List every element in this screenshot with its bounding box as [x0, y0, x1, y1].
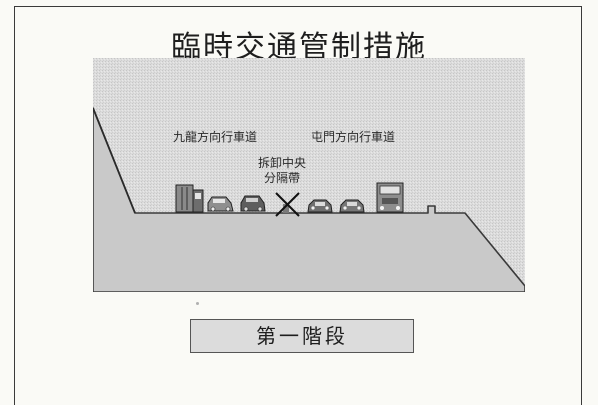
car-icon — [307, 199, 333, 213]
stage-label-box: 第一階段 — [190, 319, 414, 353]
right-direction-label: 屯門方向行車道 — [311, 129, 395, 144]
median-label-line1: 拆卸中央 — [258, 155, 306, 170]
left-direction-label: 九龍方向行車道 — [173, 129, 257, 144]
left-slope-edge — [93, 107, 136, 214]
car-icon — [339, 199, 365, 213]
stray-dot — [196, 302, 199, 305]
median-label-line2: 分隔帶 — [264, 171, 300, 185]
car-icon — [240, 195, 266, 212]
embankment-ground — [93, 107, 525, 292]
truck-front-icon — [376, 182, 404, 213]
car-icon — [207, 196, 234, 212]
slide-frame — [14, 6, 582, 405]
truck-icon — [175, 184, 204, 213]
road-cross-section-diagram: 九龍方向行車道 屯門方向行車道 拆卸中央 分隔帶 — [93, 58, 525, 292]
remove-cross-icon — [275, 192, 300, 217]
